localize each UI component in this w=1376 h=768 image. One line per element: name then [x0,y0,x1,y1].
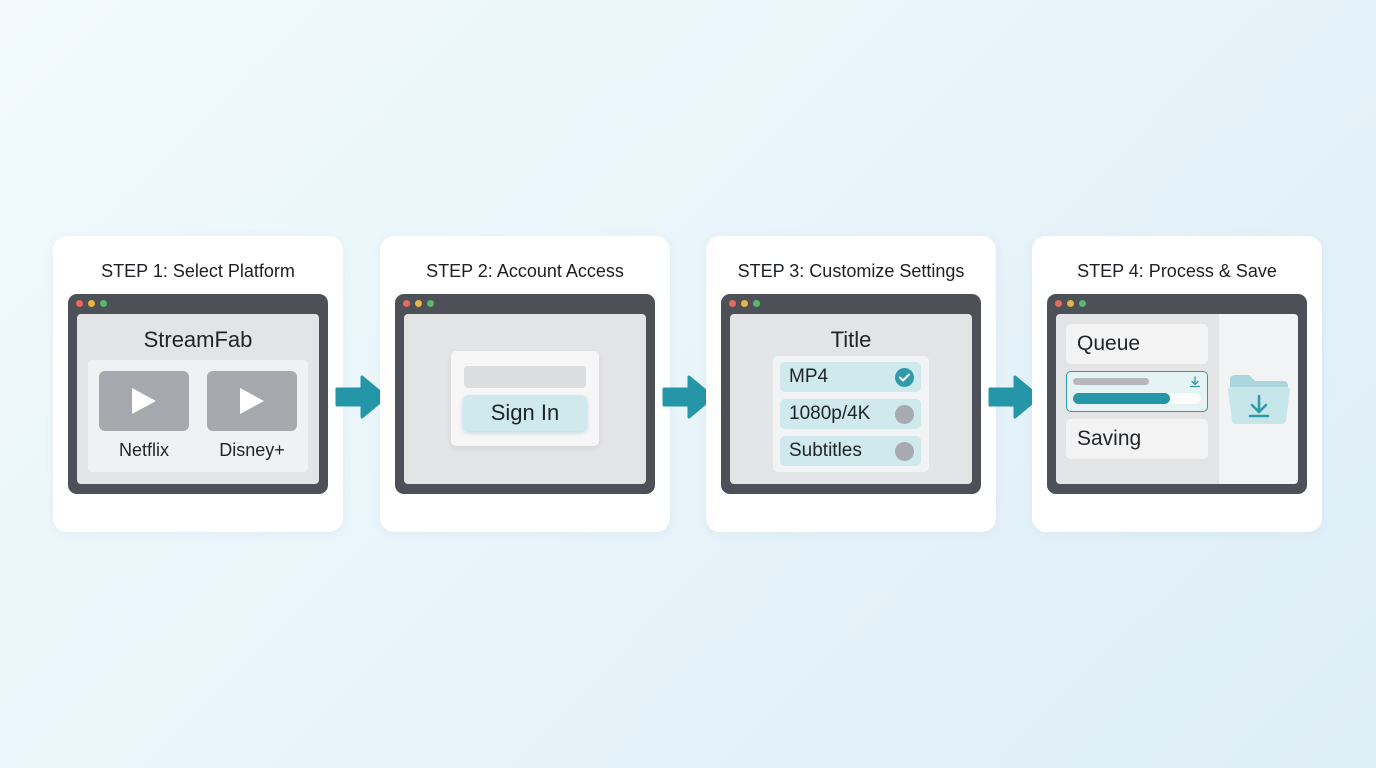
platform-panel: Netflix Disney+ [88,360,308,472]
step-1-card: STEP 1: Select Platform StreamFab Netfli… [53,236,343,532]
app-window: Title MP4 1080p/4K Subtitles [721,294,981,494]
option-mp4[interactable]: MP4 [780,362,921,392]
folder-download-icon[interactable] [1227,370,1291,426]
right-arrow-icon [988,375,1041,419]
radio-unchecked-icon[interactable] [895,405,914,424]
minimize-dot-icon [1067,300,1074,307]
disney-tile[interactable] [207,371,297,431]
right-arrow-icon [662,375,715,419]
download-icon [1189,376,1201,388]
app-window: StreamFab Netflix Disney+ [68,294,328,494]
option-resolution[interactable]: 1080p/4K [780,399,921,429]
netflix-label: Netflix [118,440,169,460]
minimize-dot-icon [88,300,95,307]
step-2-card: STEP 2: Account Access Sign In [380,236,670,532]
play-icon [132,388,156,414]
step-2-title: STEP 2: Account Access [426,261,624,281]
close-dot-icon [1055,300,1062,307]
step-4-card: STEP 4: Process & Save Queue Saving [1032,236,1322,532]
close-dot-icon [729,300,736,307]
settings-title: Title [830,327,872,352]
saving-label: Saving [1077,427,1142,450]
app-window: Queue Saving [1047,294,1307,494]
play-icon [240,388,264,414]
login-form: Sign In [451,351,599,446]
credential-field[interactable] [464,366,586,388]
window-screen: Queue Saving [1056,314,1298,484]
maximize-dot-icon [753,300,760,307]
progress-fill [1073,393,1171,404]
close-dot-icon [76,300,83,307]
minimize-dot-icon [415,300,422,307]
saving-item[interactable]: Saving [1066,419,1208,459]
progress-title-placeholder [1073,378,1149,385]
radio-unchecked-icon[interactable] [895,442,914,461]
maximize-dot-icon [100,300,107,307]
window-screen: StreamFab Netflix Disney+ [77,314,319,484]
checkmark-icon[interactable] [895,368,914,387]
option-label: Subtitles [789,440,862,461]
window-screen: Title MP4 1080p/4K Subtitles [730,314,972,484]
app-name: StreamFab [143,327,253,352]
save-panel [1219,314,1298,484]
app-window: Sign In [395,294,655,494]
close-dot-icon [403,300,410,307]
netflix-tile[interactable] [99,371,189,431]
step-3-card: STEP 3: Customize Settings Title MP4 108… [706,236,996,532]
option-label: MP4 [789,366,829,387]
maximize-dot-icon [427,300,434,307]
sign-in-button[interactable]: Sign In [463,395,587,431]
queue-item[interactable]: Queue [1066,324,1208,364]
step-3-title: STEP 3: Customize Settings [737,261,965,281]
option-label: 1080p/4K [789,403,871,424]
settings-panel: MP4 1080p/4K Subtitles [773,356,929,472]
step-4-title: STEP 4: Process & Save [1077,261,1277,281]
minimize-dot-icon [741,300,748,307]
maximize-dot-icon [1079,300,1086,307]
progress-track [1073,393,1201,404]
window-screen: Sign In [404,314,646,484]
queue-label: Queue [1077,332,1141,355]
disney-label: Disney+ [219,440,285,460]
option-subtitles[interactable]: Subtitles [780,436,921,466]
right-arrow-icon [335,375,388,419]
step-1-title: STEP 1: Select Platform [101,261,295,281]
download-progress [1066,371,1208,412]
